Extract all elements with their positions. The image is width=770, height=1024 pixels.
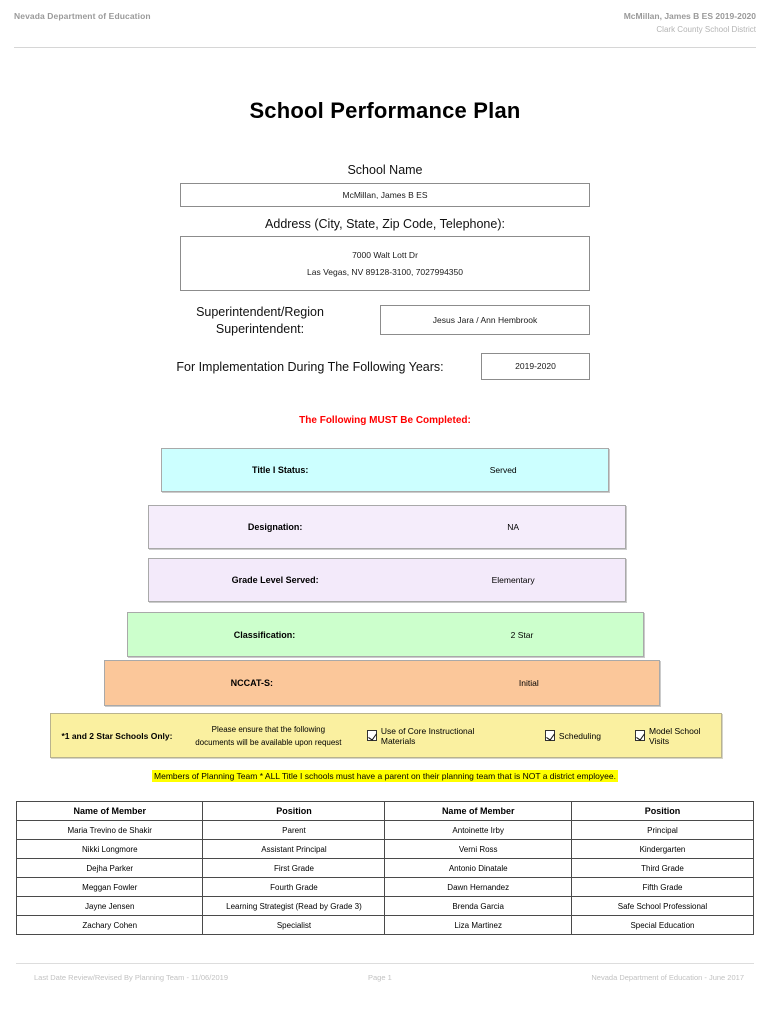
school-name-label: School Name [347,163,423,177]
member-name: Dawn Hernandez [384,877,572,897]
superintendent-label-line-2: Superintendent: [215,322,305,336]
status-bar-nccat-s[interactable]: NCCAT-S: Initial [104,660,660,706]
table-row: Meggan Fowler Fourth Grade Dawn Hernande… [15,877,755,897]
header-agency-name: Nevada Department of Education [14,11,151,21]
member-name: Verni Ross [384,839,572,859]
table-row: Nikki Longmore Assistant Principal Verni… [15,839,755,859]
superintendent-label: Superintendent/Region Superintendent: [150,304,370,338]
member-position: Learning Strategist (Read by Grade 3) [202,896,386,916]
member-position: Third Grade [570,858,755,878]
school-name-value: McMillan, James B ES [342,189,428,200]
status-bar-nccat-s-value: Initial [518,678,539,688]
member-name: Liza Martinez [384,915,572,935]
footer-divider [16,963,754,964]
member-name: Antonio Dinatale [384,858,572,878]
checkmark-icon[interactable] [366,730,377,741]
superintendent-field[interactable]: Jesus Jara / Ann Hembrook [380,305,590,335]
table-header-row: Name of Member Position Name of Member P… [15,801,755,821]
column-header-name-2: Name of Member [384,801,572,821]
implementation-years-value: 2019-2020 [515,361,556,371]
column-header-position-2: Position [570,801,755,821]
status-bar-designation-value: NA [507,522,520,532]
member-position: Special Education [570,915,755,935]
member-position: Principal [570,820,755,840]
member-position: Fifth Grade [570,877,755,897]
footer-page-number: Page 1 [368,973,392,982]
member-name: Antoinette Irby [384,820,572,840]
star-schools-note-description-line-2: documents will be available upon request [195,737,342,747]
status-bar-title-i[interactable]: Title I Status: Served [161,448,609,492]
planning-team-note: Members of Planning Team * ALL Title I s… [0,766,770,784]
footer-source: Nevada Department of Education - June 20… [591,973,744,982]
address-field[interactable]: 7000 Walt Lott Dr Las Vegas, NV 89128-31… [180,236,590,291]
star-schools-note: *1 and 2 Star Schools Only: Please ensur… [50,713,722,758]
implementation-years-label: For Implementation During The Following … [176,360,444,374]
table-row: Dejha Parker First Grade Antonio Dinatal… [15,858,755,878]
superintendent-value: Jesus Jara / Ann Hembrook [432,314,538,325]
implementation-years-field[interactable]: 2019-2020 [481,353,590,380]
must-complete-notice: The Following MUST Be Completed: [299,415,471,426]
page-title: School Performance Plan [249,98,521,123]
status-bar-title-i-label: Title I Status: [252,465,309,475]
star-schools-note-title: *1 and 2 Star Schools Only: [61,730,173,741]
address-label: Address (City, State, Zip Code, Telephon… [265,217,505,231]
checkbox-model-school-visits-label: Model School Visits [648,725,701,746]
page-header: Nevada Department of Education McMillan,… [0,0,770,48]
status-bar-classification-value: 2 Star [510,629,534,640]
checkbox-core-instructional-materials-label: Use of Core Instructional Materials [380,725,475,746]
star-schools-note-description: Please ensure that the following documen… [183,723,354,749]
header-divider [14,47,756,48]
status-bar-grade-level-label: Grade Level Served: [231,575,319,585]
member-name: Dejha Parker [15,858,204,878]
planning-team-note-text: Members of Planning Team * ALL Title I s… [152,770,618,782]
checkmark-icon[interactable] [634,730,645,741]
status-bar-classification-label: Classification: [233,629,296,640]
header-school-year: McMillan, James B ES 2019-2020 [623,11,756,21]
planning-team-table: Name of Member Position Name of Member P… [15,801,755,935]
column-header-position-1: Position [202,801,386,821]
status-bar-classification[interactable]: Classification: 2 Star [127,612,644,657]
header-school-info: McMillan, James B ES 2019-2020 Clark Cou… [624,10,756,36]
address-line-1: 7000 Walt Lott Dr [352,249,418,260]
member-name: Zachary Cohen [15,915,204,935]
member-position: Specialist [202,915,386,935]
address-line-2: Las Vegas, NV 89128-3100, 7027994350 [307,266,463,277]
table-row: Maria Trevino de Shakir Parent Antoinett… [15,820,755,840]
school-name-field[interactable]: McMillan, James B ES [180,183,590,207]
member-name: Nikki Longmore [15,839,204,859]
member-name: Brenda Garcia [384,896,572,916]
status-bar-designation-label: Designation: [247,522,303,532]
member-position: Assistant Principal [202,839,386,859]
checkbox-scheduling[interactable]: Scheduling [544,730,601,741]
member-position: Kindergarten [570,839,755,859]
checkbox-scheduling-label: Scheduling [558,730,601,741]
table-row: Zachary Cohen Specialist Liza Martinez S… [15,915,755,935]
member-position: Fourth Grade [202,877,386,897]
header-district: Clark County School District [656,25,756,34]
status-bar-grade-level[interactable]: Grade Level Served: Elementary [148,558,626,602]
checkbox-core-instructional-materials[interactable]: Use of Core Instructional Materials [366,725,508,746]
column-header-name-1: Name of Member [15,801,204,821]
member-name: Jayne Jensen [15,896,204,916]
status-bar-grade-level-value: Elementary [491,575,535,585]
table-row: Jayne Jensen Learning Strategist (Read b… [15,896,755,916]
status-bar-title-i-value: Served [489,465,517,475]
member-position: First Grade [202,858,386,878]
status-bar-designation[interactable]: Designation: NA [148,505,626,549]
checkmark-icon[interactable] [544,730,555,741]
star-schools-note-description-line-1: Please ensure that the following [211,724,326,734]
member-position: Safe School Professional [570,896,755,916]
member-name: Maria Trevino de Shakir [15,820,204,840]
member-position: Parent [202,820,386,840]
superintendent-label-line-1: Superintendent/Region [196,305,324,319]
status-bar-nccat-s-label: NCCAT-S: [230,678,273,688]
member-name: Meggan Fowler [15,877,204,897]
checkbox-model-school-visits[interactable]: Model School Visits [634,725,721,746]
footer-last-review-date: Last Date Review/Revised By Planning Tea… [34,973,229,982]
